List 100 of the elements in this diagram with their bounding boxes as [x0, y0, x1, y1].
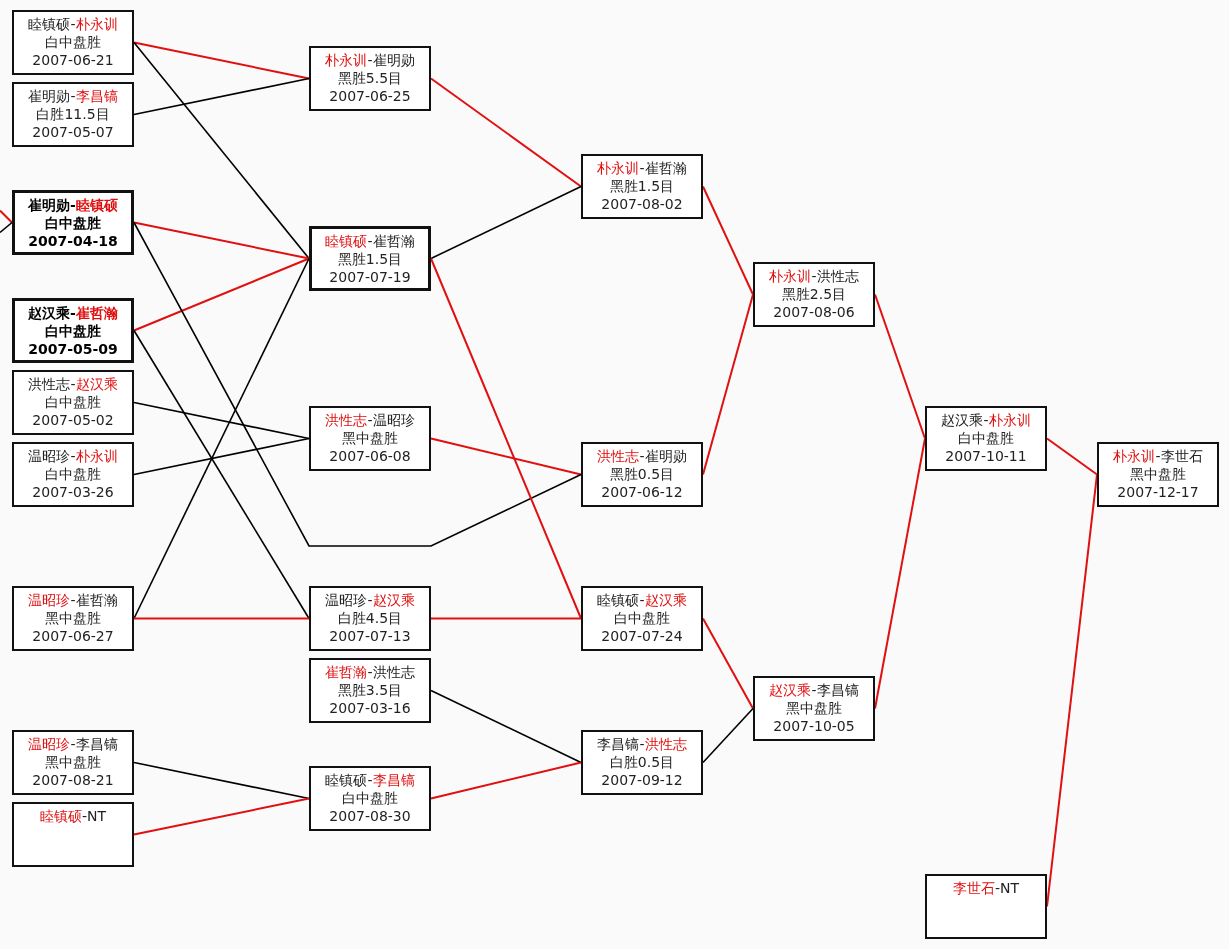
players-text: 洪性志-温昭珍 — [325, 411, 415, 429]
result-text: 白中盘胜 — [45, 322, 101, 340]
bracket-line — [133, 437, 310, 476]
players-text: 崔明勋-睦镇硕 — [28, 196, 118, 214]
players-text: 睦镇硕-NT — [39, 807, 107, 825]
match-box — [12, 802, 134, 867]
result-text: 黑胜0.5目 — [609, 465, 675, 483]
bracket-line — [430, 77, 582, 188]
date-text: 2007-06-25 — [329, 87, 411, 105]
match-box — [581, 730, 703, 795]
result-text: 黑胜3.5目 — [337, 681, 403, 699]
date-text: 2007-04-18 — [28, 232, 118, 250]
date-text: 2007-08-06 — [773, 303, 855, 321]
bracket-line — [430, 689, 582, 764]
date-text: 2007-06-21 — [32, 51, 114, 69]
players-text: 李世石-NT — [952, 879, 1020, 897]
match-box — [309, 766, 431, 831]
bracket-line — [430, 761, 582, 800]
match-box — [12, 82, 134, 147]
players-text: 朴永训-洪性志 — [769, 267, 859, 285]
date-text: 2007-10-11 — [945, 447, 1027, 465]
match-box — [753, 262, 875, 327]
match-box — [309, 406, 431, 471]
result-text: 白胜11.5目 — [36, 105, 110, 123]
players-text: 赵汉乘-朴永训 — [941, 411, 1031, 429]
match-box — [309, 226, 431, 291]
date-text: 2007-07-19 — [329, 268, 411, 286]
players-text: 李昌镐-洪性志 — [597, 735, 687, 753]
bracket-line — [133, 797, 310, 836]
match-box — [1097, 442, 1219, 507]
players-text: 温昭珍-崔哲瀚 — [28, 591, 118, 609]
match-box — [309, 46, 431, 111]
match-box — [12, 586, 134, 651]
match-box — [753, 676, 875, 741]
players-text: 赵汉乘-李昌镐 — [769, 681, 859, 699]
date-text: 2007-06-08 — [329, 447, 411, 465]
date-text: 2007-05-07 — [32, 123, 114, 141]
result-text: 黑胜2.5目 — [781, 285, 847, 303]
result-text: 白中盘胜 — [45, 33, 101, 51]
players-text: 崔哲瀚-洪性志 — [325, 663, 415, 681]
date-text: 2007-07-24 — [601, 627, 683, 645]
date-text: 2007-10-05 — [773, 717, 855, 735]
bracket-line — [133, 221, 310, 260]
bracket-line — [133, 761, 310, 800]
bracket-line — [430, 437, 582, 476]
bracket-line — [133, 41, 310, 260]
match-box — [925, 874, 1047, 939]
bracket-line — [1046, 437, 1098, 476]
match-box — [925, 406, 1047, 471]
bracket-line — [133, 329, 310, 620]
match-box — [12, 370, 134, 435]
date-text: 2007-08-30 — [329, 807, 411, 825]
result-text: 白中盘胜 — [45, 393, 101, 411]
date-text: 2007-03-26 — [32, 483, 114, 501]
result-text: 白胜4.5目 — [337, 609, 403, 627]
result-text: 白中盘胜 — [614, 609, 670, 627]
match-box — [309, 658, 431, 723]
match-box — [12, 298, 134, 363]
bracket-line — [0, 221, 13, 234]
players-text: 赵汉乘-崔哲瀚 — [28, 304, 118, 322]
result-text: 黑中盘胜 — [1130, 465, 1186, 483]
bracket-line — [430, 617, 582, 620]
players-text: 朴永训-崔明勋 — [325, 51, 415, 69]
match-box — [12, 730, 134, 795]
date-text: 2007-08-02 — [601, 195, 683, 213]
players-text: 崔明勋-李昌镐 — [28, 87, 118, 105]
players-text: 朴永训-李世石 — [1113, 447, 1203, 465]
bracket-line — [133, 401, 310, 440]
match-box — [12, 190, 134, 255]
date-text: 2007-06-12 — [601, 483, 683, 501]
result-text: 黑中盘胜 — [342, 429, 398, 447]
result-text: 黑中盘胜 — [786, 699, 842, 717]
match-box — [581, 154, 703, 219]
date-text: 2007-09-12 — [601, 771, 683, 789]
players-text: 朴永训-崔哲瀚 — [597, 159, 687, 177]
match-box — [12, 442, 134, 507]
bracket-line — [702, 185, 754, 296]
date-text: 2007-03-16 — [329, 699, 411, 717]
date-text: 2007-07-13 — [329, 627, 411, 645]
date-text: 2007-08-21 — [32, 771, 114, 789]
players-text: 洪性志-赵汉乘 — [28, 375, 118, 393]
bracket-line — [133, 221, 582, 547]
players-text: 睦镇硕-崔哲瀚 — [325, 232, 415, 250]
result-text: 黑胜1.5目 — [609, 177, 675, 195]
date-text: 2007-05-02 — [32, 411, 114, 429]
bracket-line — [430, 257, 582, 620]
result-text: 白中盘胜 — [342, 789, 398, 807]
match-box — [309, 586, 431, 651]
bracket-line — [133, 257, 310, 332]
result-text: 黑中盘胜 — [45, 609, 101, 627]
players-text: 温昭珍-李昌镐 — [28, 735, 118, 753]
players-text: 温昭珍-赵汉乘 — [325, 591, 415, 609]
bracket-line — [702, 617, 754, 710]
date-text: 2007-06-27 — [32, 627, 114, 645]
players-text: 睦镇硕-李昌镐 — [325, 771, 415, 789]
players-text: 温昭珍-朴永训 — [28, 447, 118, 465]
match-box — [581, 586, 703, 651]
result-text: 黑中盘胜 — [45, 753, 101, 771]
result-text: 白胜0.5目 — [609, 753, 675, 771]
bracket-line — [133, 617, 310, 620]
